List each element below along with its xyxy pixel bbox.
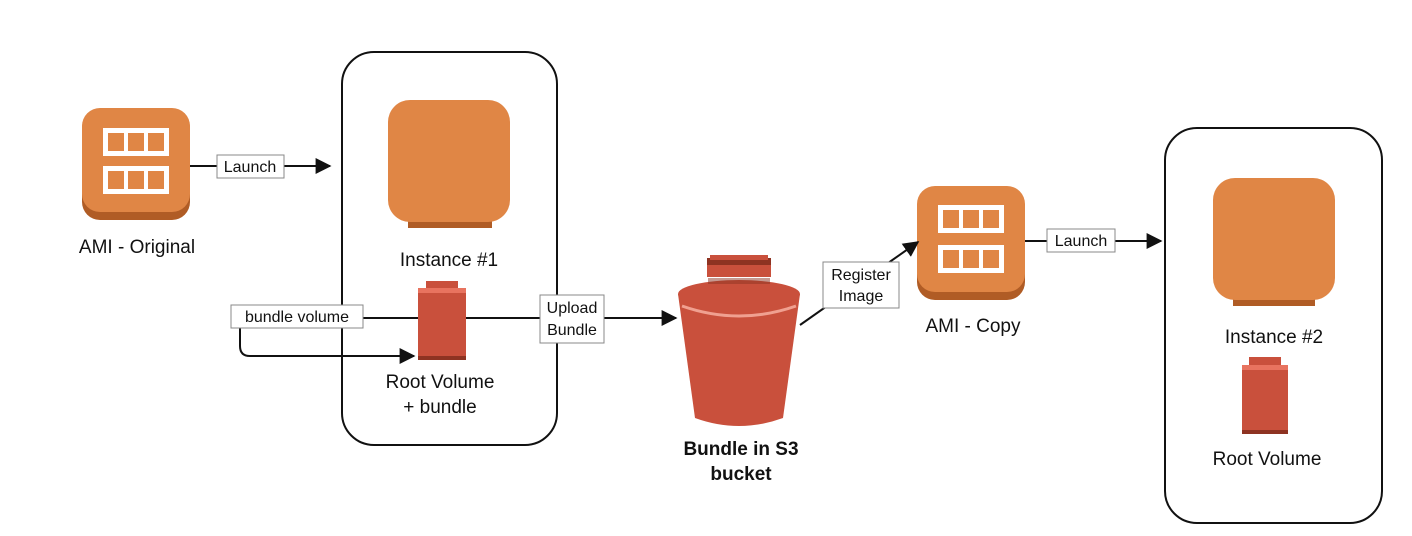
launch2-label: Launch [1055,233,1108,250]
bundle-volume-label: bundle volume [245,309,349,326]
instance1-label: Instance #1 [400,250,498,271]
bundle-s3-label-line2: bucket [710,464,772,485]
root-volume-bundle-label-line2: + bundle [403,397,476,418]
launch1-label: Launch [224,159,277,176]
root-volume2-label: Root Volume [1213,449,1322,470]
ami-original-label: AMI - Original [79,237,195,258]
root-volume2-icon [1242,357,1288,434]
ami-copy-icon [917,186,1025,300]
upload-bundle-label-line2: Bundle [547,322,597,339]
instance2-icon [1213,178,1335,306]
s3-bucket-icon [678,255,800,426]
ami-copy-label: AMI - Copy [925,316,1021,337]
upload-bundle-label-bg [539,294,605,344]
instance2-label: Instance #2 [1225,327,1323,348]
bundle-s3-label-line1: Bundle in S3 [683,439,798,460]
root-volume-bundle-label-line1: Root Volume [386,372,495,393]
launch1-label-bg [216,154,285,179]
launch2-label-bg [1046,228,1116,253]
bundle-volume-label-bg [230,304,364,329]
ami-original-icon [82,108,190,220]
register-image-label-line2: Image [839,288,884,305]
register-image-label-bg [822,261,900,309]
register-image-label-line1: Register [831,267,891,284]
root-volume-bundle-icon [418,281,466,360]
upload-bundle-label-line1: Upload [547,300,598,317]
instance1-icon [388,100,510,228]
bundle-volume-arrow [239,317,418,364]
